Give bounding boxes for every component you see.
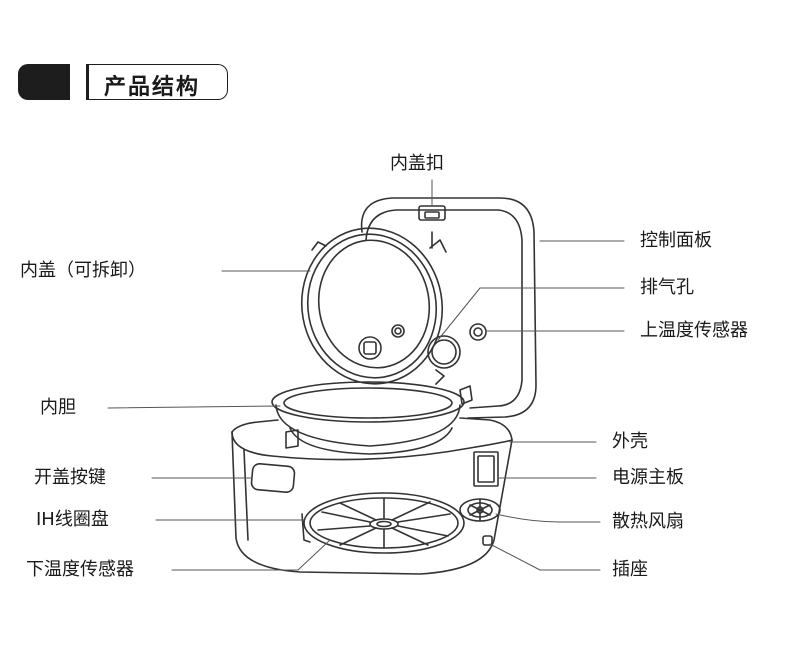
lid-inner-panel	[365, 209, 523, 409]
label-inner-lid: 内盖（可拆卸）	[20, 260, 146, 281]
leader-lines	[107, 179, 625, 571]
label-ih-coil: IH线圈盘	[36, 509, 109, 530]
lid-shell	[360, 197, 537, 419]
leader-cooling-fan	[495, 513, 601, 523]
label-upper-temp-sensor: 上温度传感器	[640, 320, 748, 341]
leader-inner-pot	[107, 405, 281, 409]
lid-button-icon	[250, 463, 296, 493]
label-outer-shell: 外壳	[612, 431, 648, 452]
label-inner-lid-buckle: 内盖扣	[390, 153, 444, 174]
inner-lid-valve-icon	[358, 336, 382, 360]
leader-lower-sensor	[171, 539, 331, 571]
section-title: 产品结构	[104, 75, 201, 100]
label-power-board: 电源主板	[612, 467, 684, 488]
label-steam-vent: 排气孔	[640, 277, 694, 298]
inner-lid	[300, 227, 447, 385]
upper-temp-sensor-icon	[469, 323, 487, 341]
cooker-body	[231, 417, 513, 575]
header-dark-block	[18, 64, 70, 100]
label-lid-button: 开盖按键	[34, 467, 106, 488]
leader-steam-vent	[437, 287, 625, 341]
header-title-box	[86, 64, 228, 100]
power-board-window	[473, 451, 499, 487]
steam-vent-icon	[427, 335, 461, 369]
lid-buckle-icon	[418, 205, 446, 221]
socket-icon	[482, 535, 493, 546]
label-control-panel: 控制面板	[640, 230, 712, 251]
ih-coil-disk	[301, 492, 465, 554]
label-cooling-fan: 散热风扇	[612, 511, 684, 532]
leader-socket	[489, 543, 601, 571]
inner-lid-sensor-icon	[391, 324, 405, 338]
cooling-fan-icon	[459, 498, 501, 522]
label-socket: 插座	[612, 559, 648, 580]
inner-pot	[271, 381, 465, 455]
label-inner-pot: 内胆	[40, 397, 76, 418]
label-lower-temp-sensor: 下温度传感器	[26, 559, 134, 580]
